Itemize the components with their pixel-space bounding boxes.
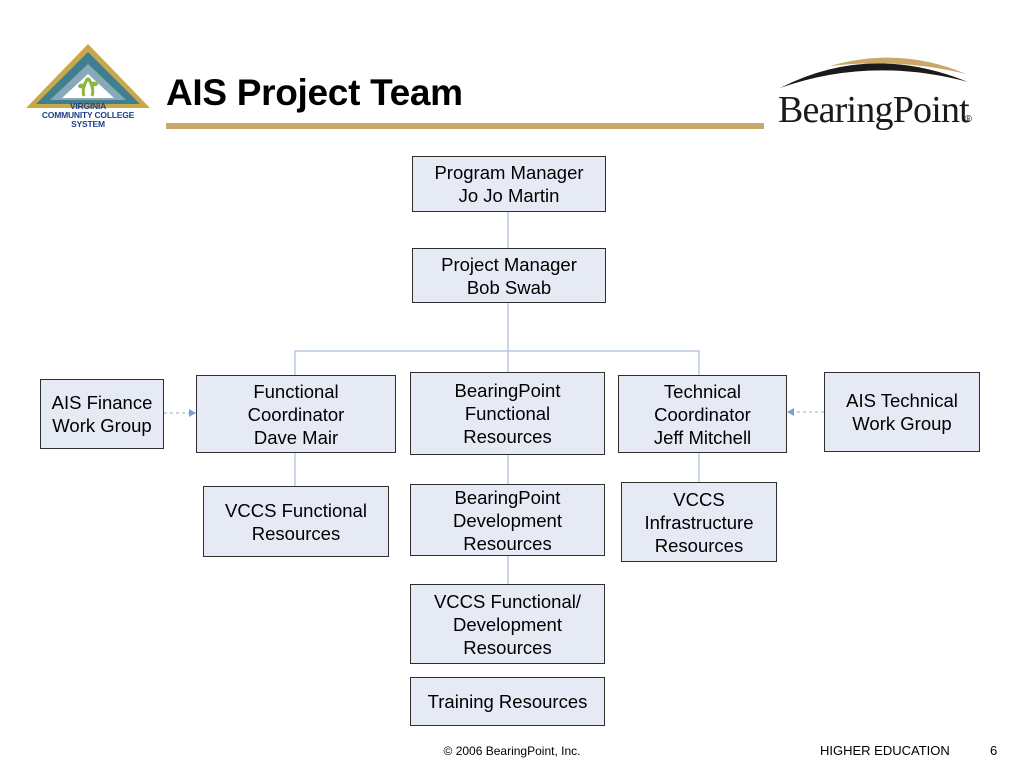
box-functional-coordinator: Functional Coordinator Dave Mair bbox=[196, 375, 396, 453]
footer-section-label: HIGHER EDUCATION bbox=[820, 743, 950, 758]
bearingpoint-arc-icon bbox=[780, 57, 968, 88]
arrow-left-icon bbox=[787, 408, 794, 416]
footer-copyright: © 2006 BearingPoint, Inc. bbox=[443, 744, 581, 758]
vccs-infrastructure-line-2: Infrastructure bbox=[644, 511, 754, 533]
program-manager-name: Jo Jo Martin bbox=[458, 185, 560, 206]
functional-coordinator-name: Dave Mair bbox=[253, 426, 339, 448]
vccs-infrastructure-line-3: Resources bbox=[654, 534, 744, 556]
functional-coordinator-line-2: Coordinator bbox=[247, 403, 345, 425]
vccs-functional-line-2: Resources bbox=[251, 522, 341, 544]
functional-coordinator-line-1: Functional bbox=[253, 380, 339, 402]
box-vccs-infrastructure-resources: VCCS Infrastructure Resources bbox=[621, 482, 777, 562]
box-bearingpoint-functional-resources: BearingPoint Functional Resources bbox=[410, 372, 605, 455]
arrow-right-icon bbox=[189, 409, 196, 417]
bp-development-line-3: Resources bbox=[463, 532, 552, 554]
bearingpoint-logo: BearingPoint ® bbox=[770, 52, 976, 138]
vccs-func-dev-line-1: VCCS Functional/ bbox=[433, 590, 582, 612]
vccs-logo-line-1: VIRGINIA bbox=[69, 101, 107, 111]
bearingpoint-wordmark: BearingPoint bbox=[778, 89, 970, 131]
box-ais-finance-work-group: AIS Finance Work Group bbox=[40, 379, 164, 449]
ais-finance-line-2: Work Group bbox=[52, 415, 152, 436]
technical-coordinator-line-1: Technical bbox=[663, 380, 742, 402]
bp-functional-line-2: Functional bbox=[464, 403, 551, 424]
registered-mark: ® bbox=[964, 114, 972, 125]
bp-functional-line-3: Resources bbox=[463, 426, 552, 447]
program-manager-role: Program Manager bbox=[434, 162, 584, 183]
vccs-logo-line-2: COMMUNITY COLLEGE bbox=[41, 110, 135, 120]
box-project-manager: Project Manager Bob Swab bbox=[412, 248, 606, 303]
bp-functional-line-1: BearingPoint bbox=[454, 380, 561, 401]
vccs-logo: VIRGINIA COMMUNITY COLLEGE SYSTEM bbox=[22, 42, 154, 142]
box-vccs-functional-development-resources: VCCS Functional/ Development Resources bbox=[410, 584, 605, 664]
vccs-infrastructure-line-1: VCCS bbox=[673, 488, 725, 510]
vccs-triangle-icon bbox=[26, 44, 150, 108]
project-manager-name: Bob Swab bbox=[466, 276, 552, 298]
ais-technical-line-1: AIS Technical bbox=[846, 390, 958, 411]
technical-coordinator-name: Jeff Mitchell bbox=[653, 426, 752, 448]
box-ais-technical-work-group: AIS Technical Work Group bbox=[824, 372, 980, 452]
ais-finance-line-1: AIS Finance bbox=[51, 392, 153, 413]
connector-coordinators-bus bbox=[294, 350, 700, 375]
page-number: 6 bbox=[990, 743, 998, 758]
vccs-func-dev-line-3: Resources bbox=[463, 636, 552, 658]
box-program-manager: Program Manager Jo Jo Martin bbox=[412, 156, 606, 212]
project-manager-role: Project Manager bbox=[441, 253, 577, 275]
ais-technical-line-2: Work Group bbox=[852, 413, 952, 434]
bp-development-line-2: Development bbox=[452, 509, 562, 531]
box-vccs-functional-resources: VCCS Functional Resources bbox=[203, 486, 389, 557]
vccs-logo-line-3: SYSTEM bbox=[71, 119, 105, 129]
training-resources-label: Training Resources bbox=[427, 691, 588, 712]
box-bearingpoint-development-resources: BearingPoint Development Resources bbox=[410, 484, 605, 556]
box-training-resources: Training Resources bbox=[410, 677, 605, 726]
bp-development-line-1: BearingPoint bbox=[454, 486, 561, 508]
title-rule bbox=[166, 123, 764, 129]
slide-title: AIS Project Team bbox=[166, 72, 463, 113]
box-technical-coordinator: Technical Coordinator Jeff Mitchell bbox=[618, 375, 787, 453]
technical-coordinator-line-2: Coordinator bbox=[654, 403, 751, 425]
vccs-functional-line-1: VCCS Functional bbox=[225, 499, 367, 521]
vccs-func-dev-line-2: Development bbox=[452, 613, 562, 635]
